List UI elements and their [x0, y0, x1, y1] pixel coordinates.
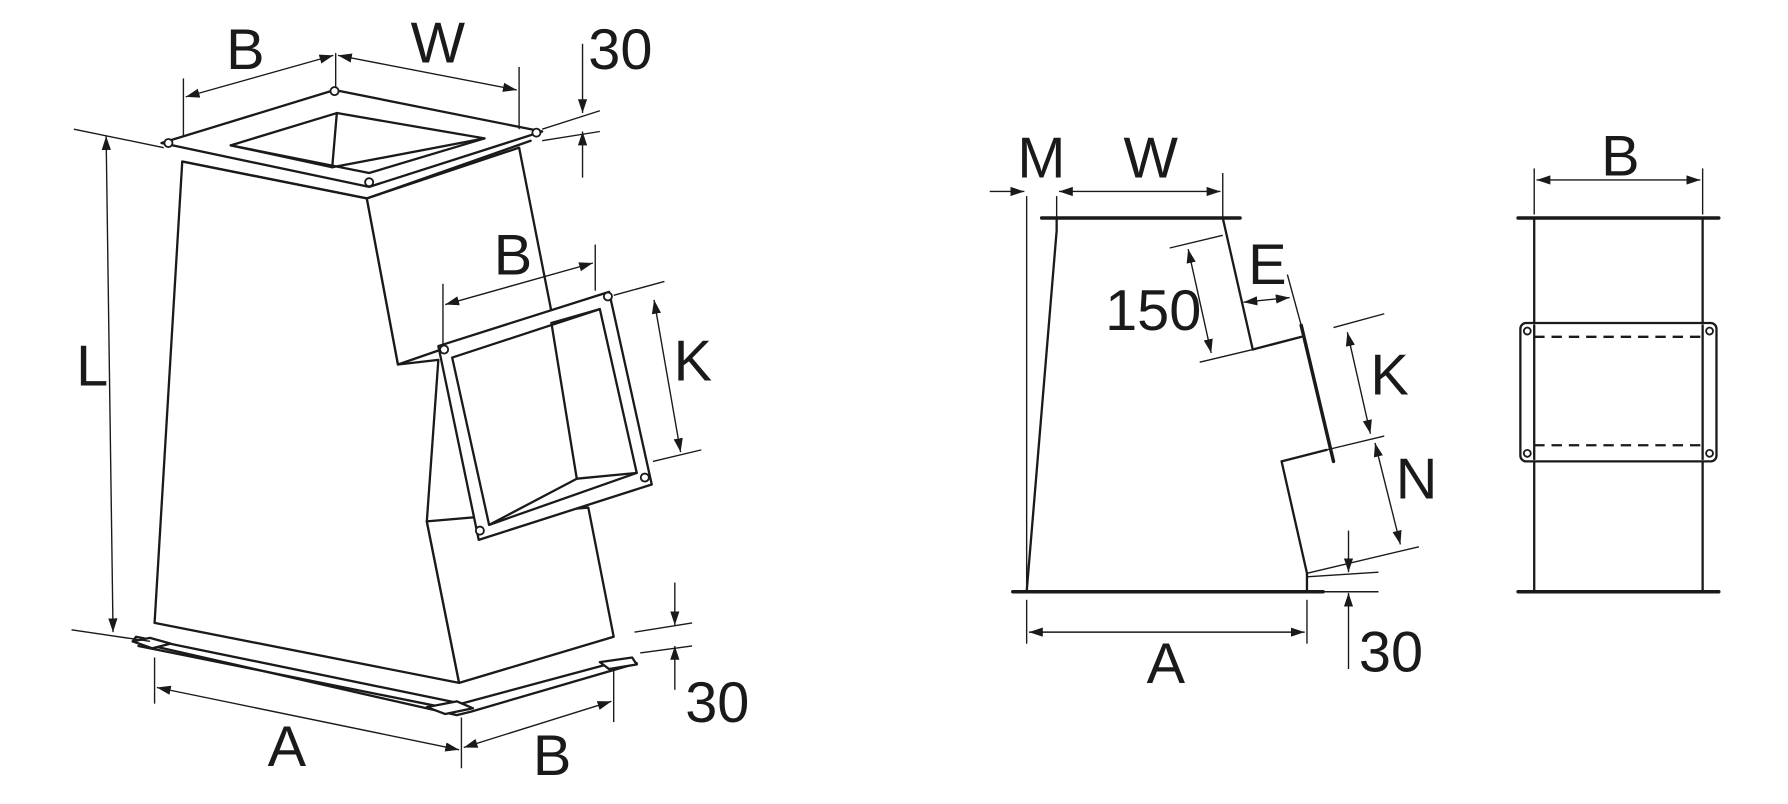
iso-bottom-flange-label: 30	[685, 671, 749, 735]
iso-top-depth-label: B	[226, 18, 264, 82]
iso-length-label: L	[76, 334, 108, 398]
front-branch-height-label: K	[1370, 344, 1408, 408]
front-view: M W 150 E K N A 30	[989, 127, 1438, 696]
front-bottom-width-label: A	[1147, 632, 1186, 696]
side-depth-label: B	[1601, 124, 1639, 188]
iso-bottom-depth-label: B	[533, 724, 571, 788]
front-outline	[1025, 216, 1058, 593]
front-fixed-length-label: 150	[1105, 279, 1201, 343]
front-top-width-label: W	[1124, 127, 1179, 191]
front-offset-label: M	[1017, 127, 1065, 191]
isometric-view: B W 30 B K L A B 30	[71, 11, 749, 788]
iso-side-height-label: K	[674, 330, 712, 394]
iso-top-flange-label: 30	[588, 18, 652, 82]
iso-top-width-label: W	[411, 11, 466, 75]
iso-side-depth-label: B	[494, 224, 532, 288]
side-branch-flange	[1519, 321, 1718, 463]
front-wall-offset-label: E	[1248, 233, 1286, 297]
front-branch-offset-label: N	[1396, 447, 1438, 511]
iso-bottom-width-label: A	[268, 715, 307, 779]
iso-branch-flange	[437, 290, 653, 541]
iso-side-lower-panel	[425, 506, 615, 685]
iso-top-flange	[160, 88, 544, 189]
front-flange-label: 30	[1359, 620, 1423, 684]
side-view: B	[1516, 124, 1721, 594]
